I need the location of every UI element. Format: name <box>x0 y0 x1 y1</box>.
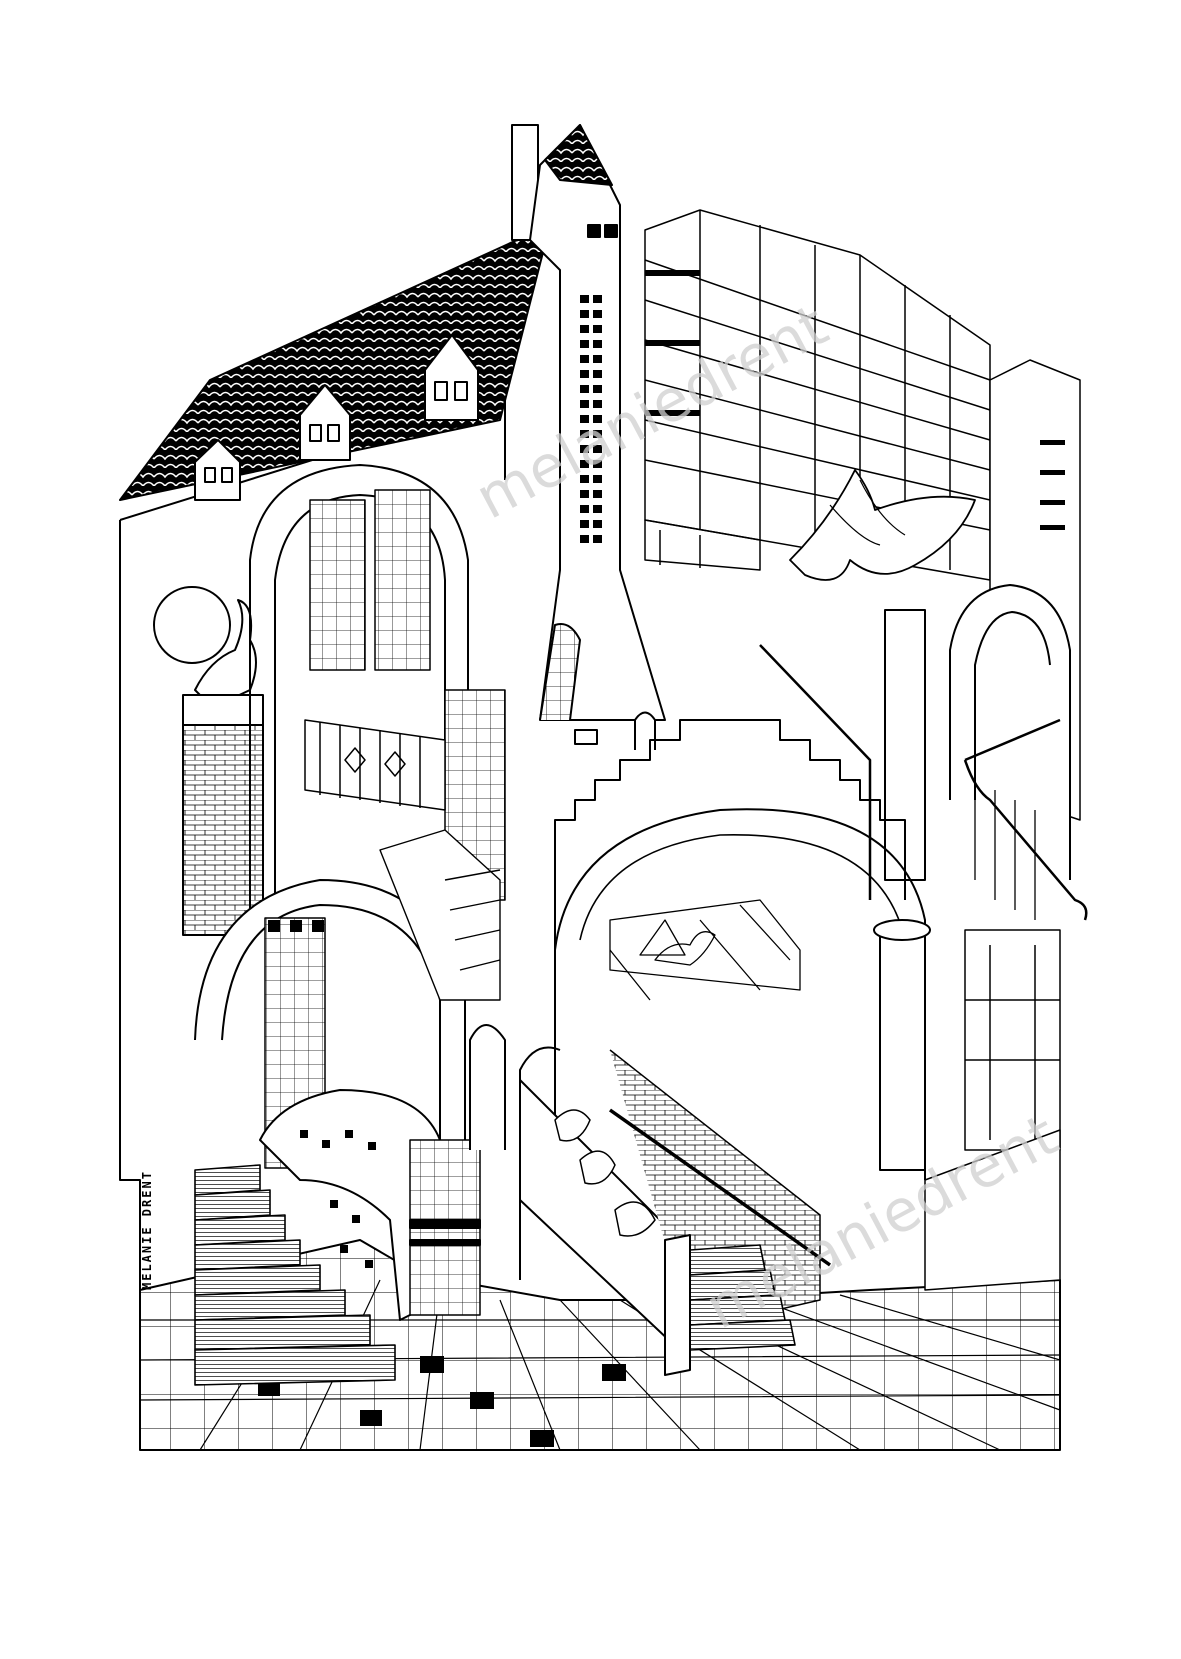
balustrade-ornaments <box>554 1109 656 1237</box>
left-stair-steps <box>194 1164 396 1386</box>
floating-cloth <box>789 469 976 581</box>
central-staircase <box>519 1049 832 1376</box>
right-handrails <box>759 644 1088 921</box>
modern-glass-building <box>644 209 1081 821</box>
tiled-floor <box>139 1239 1061 1451</box>
roof-dormers <box>194 334 479 501</box>
inner-stair <box>379 829 501 1001</box>
chimney-tower <box>511 124 666 750</box>
tall-arch <box>249 464 469 1000</box>
tall-windows <box>309 489 431 671</box>
center-handrail <box>608 1108 832 1267</box>
house-facade <box>119 224 551 1450</box>
moon-ornament <box>153 586 231 664</box>
central-stepped-arch <box>554 719 931 1180</box>
stained-glass-lotus <box>609 899 801 1001</box>
left-curved-staircase <box>194 879 481 1386</box>
small-arch-doors <box>469 1024 561 1280</box>
right-wall-windows <box>924 929 1061 1291</box>
tower-slit-window <box>580 295 602 543</box>
upper-railing <box>304 719 446 811</box>
right-arches <box>884 584 1071 881</box>
artist-signature: MELANIE DRENT <box>140 1170 154 1290</box>
curved-balustrade <box>259 1089 441 1321</box>
